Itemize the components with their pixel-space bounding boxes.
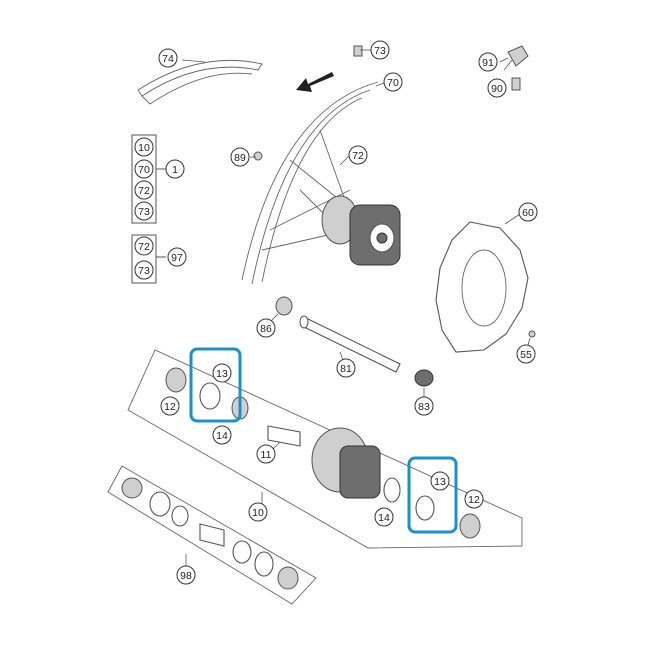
rim-tape-part (137, 59, 263, 105)
svg-text:73: 73 (374, 45, 386, 57)
kit1-ref: 1 (165, 159, 185, 179)
svg-text:12: 12 (468, 494, 480, 506)
highlight-box-right (407, 456, 458, 534)
kit1-item-73: 73 (134, 201, 154, 221)
callout-98: 98 (176, 565, 196, 585)
svg-text:55: 55 (520, 349, 532, 361)
kit1-item-72: 72 (134, 180, 154, 200)
svg-text:91: 91 (482, 57, 494, 69)
callout-91: 91 (478, 52, 498, 72)
hub-kit-frame (127, 349, 523, 549)
callout-90: 90 (487, 78, 507, 98)
svg-text:10: 10 (252, 507, 264, 519)
callout-73-top: 73 (370, 40, 390, 60)
kit2-item-72: 72 (134, 236, 154, 256)
bearing-kit-frame (107, 465, 317, 605)
bearing-parts-left (165, 367, 481, 539)
svg-text:10: 10 (138, 142, 150, 154)
callout-13-left: 13 (212, 363, 232, 383)
svg-text:13: 13 (216, 368, 228, 380)
callout-72: 72 (348, 145, 368, 165)
callout-81: 81 (336, 358, 356, 378)
svg-text:73: 73 (138, 265, 150, 277)
kit1-item-10: 10 (134, 137, 154, 157)
callout-10: 10 (248, 502, 268, 522)
kit2-ref: 97 (167, 247, 187, 267)
highlight-box-left (189, 347, 242, 423)
svg-text:90: 90 (491, 83, 503, 95)
valve-part (253, 45, 529, 161)
kit2-item-73: 73 (134, 260, 154, 280)
svg-text:70: 70 (387, 77, 399, 89)
bearing-kit-parts (121, 477, 299, 590)
callout-83: 83 (414, 396, 434, 416)
svg-text:60: 60 (522, 207, 534, 219)
wheel-rim-part (241, 81, 379, 285)
hub-assembly-top (321, 195, 401, 266)
svg-text:72: 72 (138, 185, 150, 197)
svg-text:1: 1 (172, 164, 178, 176)
svg-text:70: 70 (138, 164, 150, 176)
rotation-arrow-icon (296, 72, 334, 92)
svg-text:12: 12 (164, 401, 176, 413)
callout-74: 74 (158, 48, 178, 68)
callout-13-right: 13 (430, 471, 450, 491)
callout-12-left: 12 (160, 396, 180, 416)
kit-box-1 (131, 134, 166, 224)
svg-text:74: 74 (162, 53, 174, 65)
callout-60: 60 (518, 202, 538, 222)
callout-86: 86 (256, 318, 276, 338)
callout-14-left: 14 (212, 425, 232, 445)
callout-55: 55 (516, 344, 536, 364)
svg-text:89: 89 (234, 152, 246, 164)
callout-12-right: 12 (464, 489, 484, 509)
svg-text:72: 72 (138, 241, 150, 253)
callout-89: 89 (230, 147, 250, 167)
kit1-item-70: 70 (134, 159, 154, 179)
callout-14-right: 14 (374, 507, 394, 527)
brake-disc-part (435, 221, 529, 353)
kit-box-2 (131, 234, 166, 284)
svg-text:14: 14 (378, 512, 390, 524)
svg-text:73: 73 (138, 206, 150, 218)
svg-text:86: 86 (260, 323, 272, 335)
axle-part (275, 296, 536, 387)
svg-text:11: 11 (261, 449, 272, 461)
callout-70: 70 (383, 72, 403, 92)
svg-text:81: 81 (340, 363, 352, 375)
svg-text:14: 14 (216, 430, 228, 442)
svg-text:72: 72 (352, 150, 364, 162)
svg-text:83: 83 (418, 401, 430, 413)
callouts: 74 73 70 91 90 89 72 60 10 70 72 73 1 72… (134, 40, 538, 585)
svg-text:97: 97 (171, 252, 183, 264)
svg-text:13: 13 (434, 476, 446, 488)
callout-11: 11 (256, 444, 276, 464)
svg-text:98: 98 (180, 570, 192, 582)
